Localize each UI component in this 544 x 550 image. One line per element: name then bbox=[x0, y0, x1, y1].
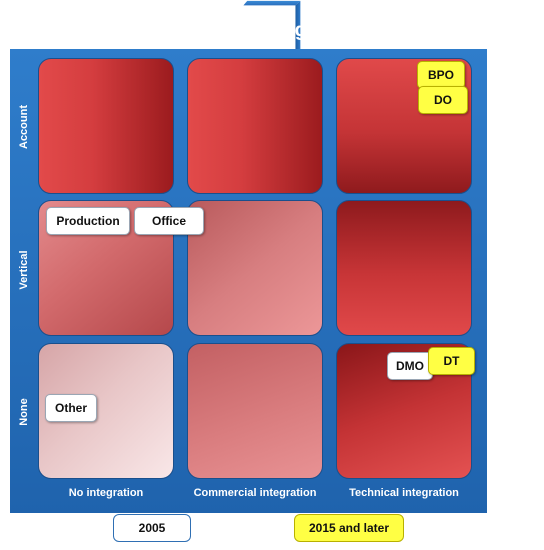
integration-degree-title: ➞ Integration Degree ➞ bbox=[0, 20, 500, 42]
legend-2015-and-later: 2015 and later bbox=[294, 514, 404, 542]
tag-office: Office bbox=[134, 207, 204, 235]
row-label-none: None bbox=[18, 398, 30, 426]
customization-level-title: ➞ Customization Level ➞ bbox=[501, 141, 522, 399]
column-label-no-integration: No integration bbox=[68, 487, 144, 499]
right-arrow-icon: ➞ bbox=[133, 20, 149, 39]
tag-bpo: BPO bbox=[417, 61, 465, 89]
cell-account-commercial-integration bbox=[187, 58, 323, 194]
up-arrow-icon: ➞ bbox=[500, 368, 520, 383]
customization-level-label: Customization Level bbox=[501, 187, 521, 353]
tag-dt: DT bbox=[428, 347, 475, 375]
row-label-vertical: Vertical bbox=[18, 250, 30, 290]
tag-production: Production bbox=[46, 207, 130, 235]
integration-degree-label: Integration Degree bbox=[164, 20, 336, 41]
column-label-technical-integration: Technical integration bbox=[349, 487, 459, 499]
cell-vertical-technical-integration bbox=[336, 200, 472, 336]
legend-2005: 2005 bbox=[113, 514, 191, 542]
cell-none-commercial-integration bbox=[187, 343, 323, 479]
tag-do: DO bbox=[418, 86, 468, 114]
cell-vertical-commercial-integration bbox=[187, 200, 323, 336]
right-arrow-icon: ➞ bbox=[351, 20, 367, 39]
tag-dmo: DMO bbox=[387, 352, 433, 380]
tag-other: Other bbox=[45, 394, 97, 422]
row-label-account: Account bbox=[18, 105, 30, 149]
box-top-and-side-faces bbox=[243, 0, 301, 56]
up-arrow-icon: ➞ bbox=[500, 157, 520, 172]
cell-account-no-integration bbox=[38, 58, 174, 194]
box-side-face bbox=[295, 0, 301, 56]
column-label-commercial-integration: Commercial integration bbox=[193, 487, 317, 499]
box-top-face bbox=[243, 0, 301, 6]
